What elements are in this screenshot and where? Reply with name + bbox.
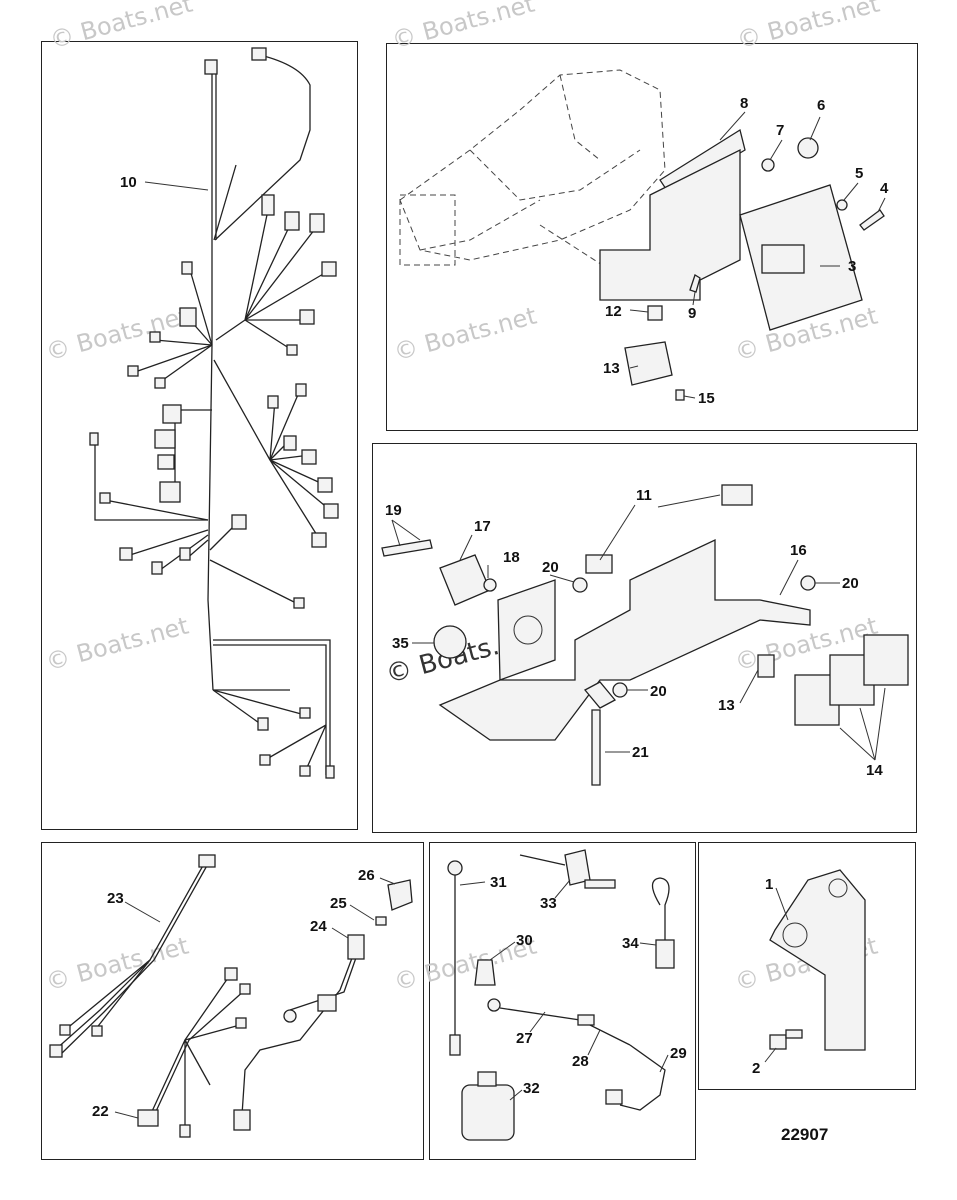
relay-14 (794, 634, 909, 726)
nut-18 (483, 578, 497, 592)
ground-27-28 (487, 998, 631, 1046)
relay-mounting-bracket (438, 538, 811, 741)
callout-21: 21 (632, 744, 649, 761)
cable-29 (605, 1044, 666, 1111)
callout-11: 11 (636, 487, 652, 504)
nut-20 (612, 682, 628, 698)
screw-9 (689, 274, 701, 293)
callout-19: 19 (385, 502, 402, 519)
wire-harness-23 (49, 854, 216, 1058)
fuse-25 (375, 916, 387, 926)
callout-20: 20 (842, 575, 859, 592)
bolt-2 (769, 1029, 803, 1050)
wire-harness-24 (233, 934, 365, 1131)
callout-16: 16 (790, 542, 807, 559)
cover-13 (624, 341, 673, 386)
callout-29: 29 (670, 1045, 687, 1062)
callout-7: 7 (776, 122, 784, 139)
callout-12: 12 (605, 303, 622, 320)
callout-26: 26 (358, 867, 375, 884)
callout-35: 35 (392, 635, 409, 652)
callout-17: 17 (474, 518, 491, 535)
callout-4: 4 (880, 180, 889, 197)
wire-harness-main (89, 47, 339, 779)
stud-21 (591, 709, 601, 786)
sender-32 (461, 1071, 515, 1141)
isolator-6 (797, 137, 819, 159)
jumper-34 (651, 877, 675, 969)
clip-13 (757, 654, 775, 678)
callout-9: 9 (688, 305, 696, 322)
callout-1: 1 (765, 876, 773, 893)
callout-3: 3 (848, 258, 856, 275)
callout-32: 32 (523, 1080, 540, 1097)
callout-10: 10 (120, 174, 137, 191)
fuse-15 (675, 389, 685, 401)
callout-20: 20 (542, 559, 559, 576)
ecm-module (739, 184, 863, 331)
callout-18: 18 (503, 549, 520, 566)
callout-2: 2 (752, 1060, 760, 1077)
callout-28: 28 (572, 1053, 589, 1070)
knock-sensor-31 (447, 860, 463, 1056)
clip-11 (721, 484, 753, 506)
callout-34: 34 (622, 935, 639, 952)
washer-5 (836, 199, 848, 211)
callout-31: 31 (490, 874, 507, 891)
sensor-33 (519, 849, 616, 889)
pressure-sensor-30 (474, 959, 496, 986)
callout-30: 30 (516, 932, 533, 949)
callout-6: 6 (817, 97, 825, 114)
grommet-7 (761, 158, 775, 172)
callout-33: 33 (540, 895, 557, 912)
callout-13: 13 (718, 697, 735, 714)
callout-22: 22 (92, 1103, 109, 1120)
screw-4 (859, 209, 885, 231)
callout-8: 8 (740, 95, 748, 112)
screw-19 (381, 539, 433, 557)
callout-5: 5 (855, 165, 863, 182)
wire-harness-22 (137, 967, 251, 1138)
diagram-number: 22907 (781, 1125, 829, 1144)
callout-20: 20 (650, 683, 667, 700)
seal-35 (433, 625, 467, 659)
callout-27: 27 (516, 1030, 533, 1047)
callout-15: 15 (698, 390, 715, 407)
clip-11 (585, 554, 613, 574)
callout-13: 13 (603, 360, 620, 377)
fuse-holder-26 (387, 879, 413, 911)
nut-20 (800, 575, 816, 591)
callout-23: 23 (107, 890, 124, 907)
sensor-17 (439, 554, 491, 606)
clip-12 (647, 305, 663, 321)
callout-14: 14 (866, 762, 883, 779)
mounting-bracket-1 (769, 869, 866, 1051)
callout-24: 24 (310, 918, 327, 935)
callout-25: 25 (330, 895, 347, 912)
nut-20 (572, 577, 588, 593)
ecm-mounting-bracket (599, 128, 746, 301)
drive-housing (399, 69, 666, 271)
